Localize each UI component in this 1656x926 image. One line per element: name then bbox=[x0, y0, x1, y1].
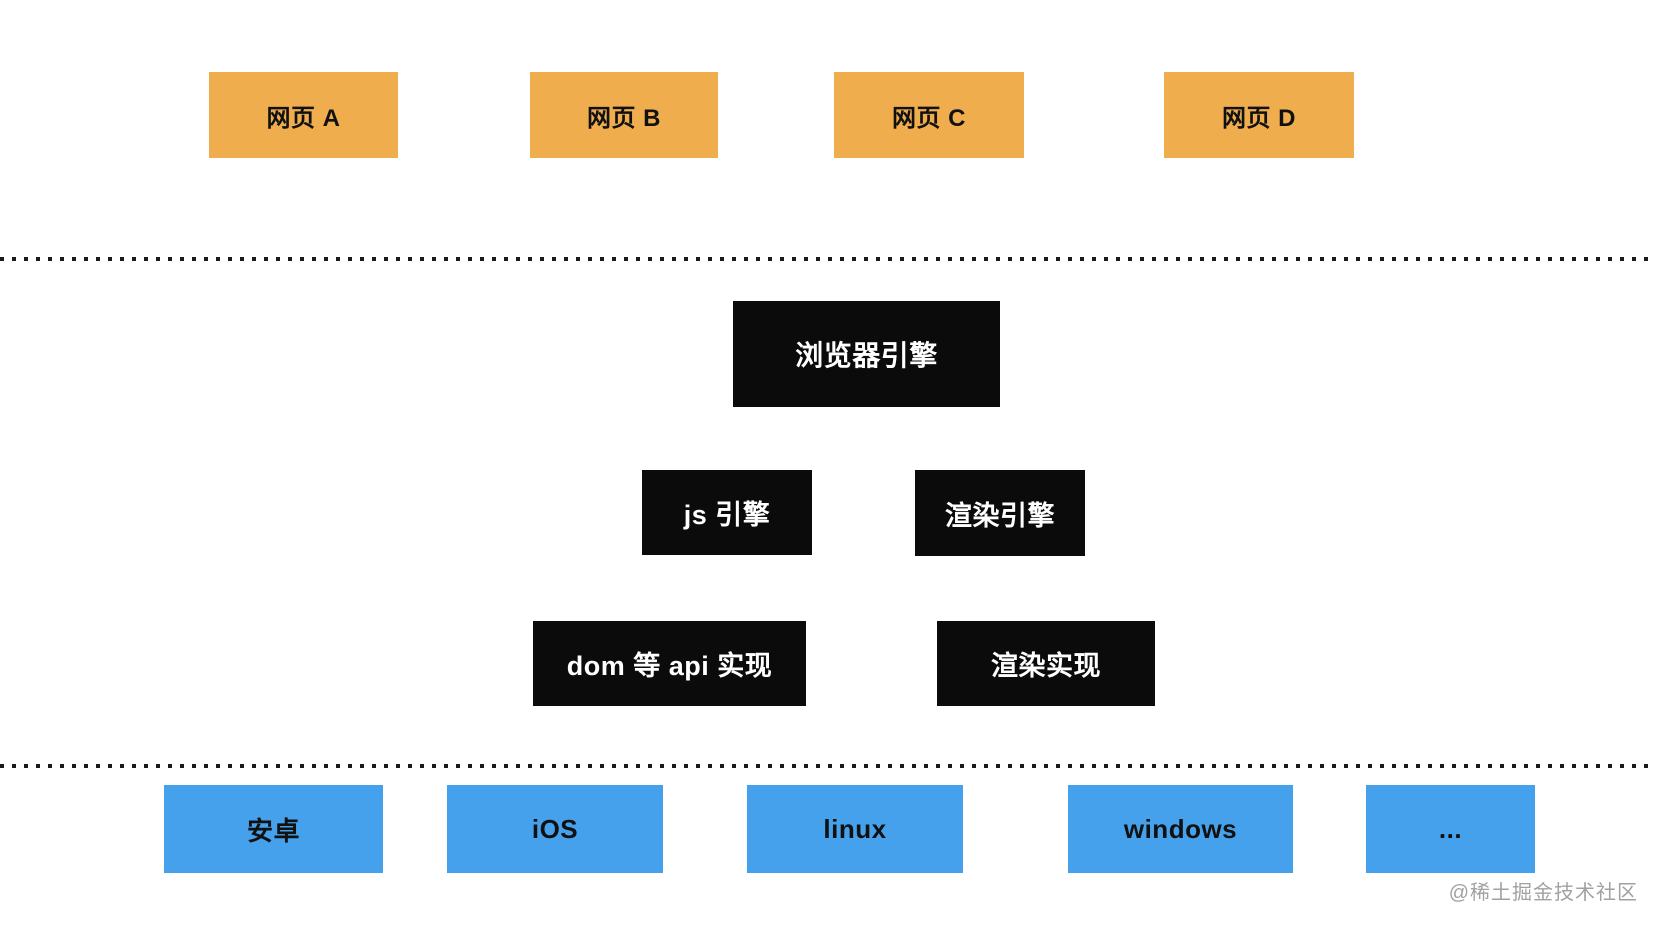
watermark-text: @稀土掘金技术社区 bbox=[1448, 882, 1638, 904]
platform-ios-box: iOS bbox=[447, 785, 663, 873]
platform-ios-label: iOS bbox=[531, 813, 579, 844]
platform-android-box: 安卓 bbox=[164, 785, 383, 873]
platform-more-label: ... bbox=[1438, 813, 1463, 844]
webpage-c-box: 网页 C bbox=[834, 72, 1024, 158]
webpage-d-box: 网页 D bbox=[1164, 72, 1354, 158]
webpage-a-box: 网页 A bbox=[209, 72, 398, 158]
separator-bottom-dotted-line bbox=[0, 764, 1656, 768]
platform-windows-label: windows bbox=[1123, 813, 1238, 844]
platform-more-box: ... bbox=[1366, 785, 1535, 873]
render-engine-label: 渲染引擎 bbox=[945, 500, 1055, 531]
webpage-b-box: 网页 B bbox=[530, 72, 718, 158]
platform-android-label: 安卓 bbox=[246, 815, 300, 846]
platform-linux-label: linux bbox=[823, 813, 887, 844]
separator-top-dotted-line bbox=[0, 257, 1656, 261]
webpage-a-label: 网页 A bbox=[266, 104, 341, 132]
js-engine-box: js 引擎 bbox=[642, 470, 812, 555]
render-engine-box: 渲染引擎 bbox=[915, 470, 1085, 556]
render-implementation-box: 渲染实现 bbox=[937, 621, 1155, 706]
render-implementation-label: 渲染实现 bbox=[991, 651, 1101, 681]
js-engine-label: js 引擎 bbox=[683, 500, 771, 530]
platform-linux-box: linux bbox=[747, 785, 963, 873]
webpage-c-label: 网页 C bbox=[892, 104, 966, 132]
dom-api-implementation-label: dom 等 api 实现 bbox=[566, 651, 773, 681]
dom-api-implementation-box: dom 等 api 实现 bbox=[533, 621, 806, 706]
platform-windows-box: windows bbox=[1068, 785, 1293, 873]
browser-engine-box: 浏览器引擎 bbox=[733, 301, 1000, 407]
webpage-d-label: 网页 D bbox=[1222, 104, 1296, 132]
browser-engine-label: 浏览器引擎 bbox=[795, 340, 938, 371]
webpage-b-label: 网页 B bbox=[587, 104, 661, 132]
